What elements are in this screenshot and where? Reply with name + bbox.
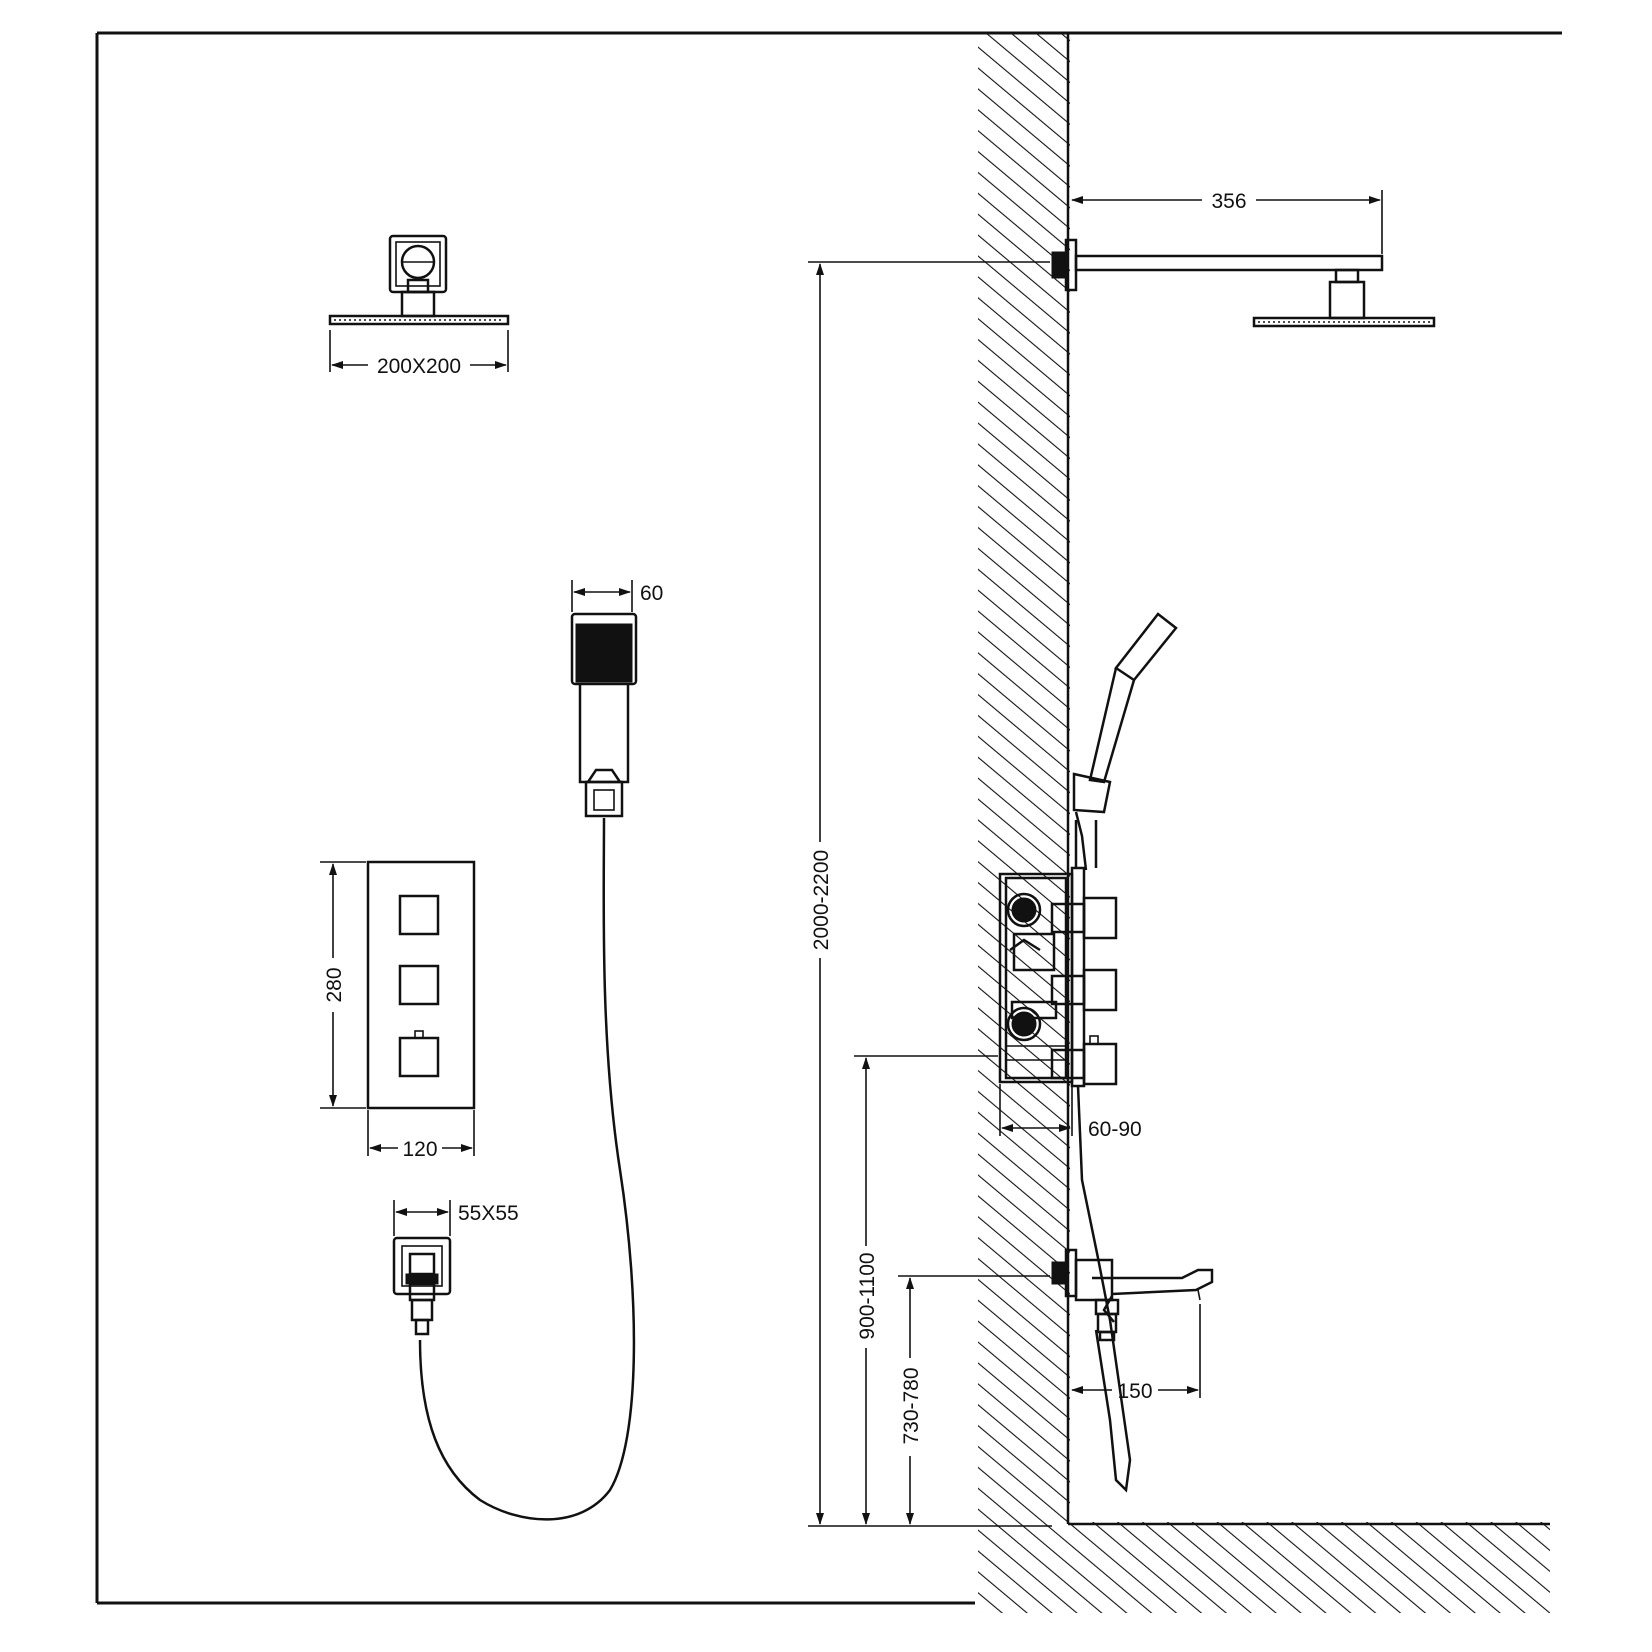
valve-body-side-view — [998, 820, 1132, 1493]
panel-knob-2 — [398, 964, 440, 1006]
arm-length-label: 356 — [1211, 190, 1246, 213]
shower-hose — [418, 817, 636, 1521]
side-knob-1 — [1082, 896, 1118, 940]
outlet-size-label: 55X55 — [458, 1202, 519, 1225]
panel-knob-1 — [398, 894, 440, 936]
dimension-head-height: 2000-2200 — [808, 261, 1052, 1527]
spout-height-label: 730-780 — [900, 1367, 923, 1444]
dimension-panel-width: 120 — [367, 1110, 475, 1161]
head-height-label: 2000-2200 — [810, 850, 833, 950]
bath-spout-side-view — [1051, 1248, 1214, 1342]
side-knob-2 — [1082, 968, 1118, 1012]
wall-section — [978, 33, 1550, 1613]
shower-head-size-label: 200X200 — [377, 355, 461, 378]
dimension-valve-height: 900-1100 — [854, 1055, 998, 1525]
dimension-spout-projection: 150 — [1071, 1304, 1201, 1403]
hand-shower-front-view — [570, 612, 638, 818]
wall-outlet-front-view — [392, 1236, 452, 1336]
dimension-spout-height: 730-780 — [898, 1275, 1050, 1525]
dimension-valve-depth: 60-90 — [999, 1084, 1142, 1141]
valve-depth-label: 60-90 — [1088, 1118, 1142, 1141]
panel-knob-3 — [398, 1036, 440, 1078]
dimension-shower-head-size: 200X200 — [329, 330, 509, 378]
dimension-outlet-size: 55X55 — [393, 1200, 519, 1236]
valve-height-label: 900-1100 — [856, 1252, 879, 1339]
control-panel-front-view — [366, 860, 476, 1110]
hand-shower-width-label: 60 — [640, 582, 663, 605]
panel-height-label: 280 — [323, 967, 346, 1002]
shower-arm-side-view — [1051, 238, 1436, 328]
dimension-hand-shower-width: 60 — [571, 580, 663, 612]
spout-projection-label: 150 — [1117, 1380, 1152, 1403]
hand-shower-side-view — [1072, 612, 1178, 871]
drawing-frame — [95, 31, 1562, 1605]
side-knob-3 — [1082, 1042, 1118, 1086]
dimension-arm-length: 356 — [1071, 190, 1383, 254]
shower-head-front-view — [328, 234, 510, 326]
dimension-panel-height: 280 — [320, 861, 366, 1109]
panel-width-label: 120 — [402, 1138, 437, 1161]
